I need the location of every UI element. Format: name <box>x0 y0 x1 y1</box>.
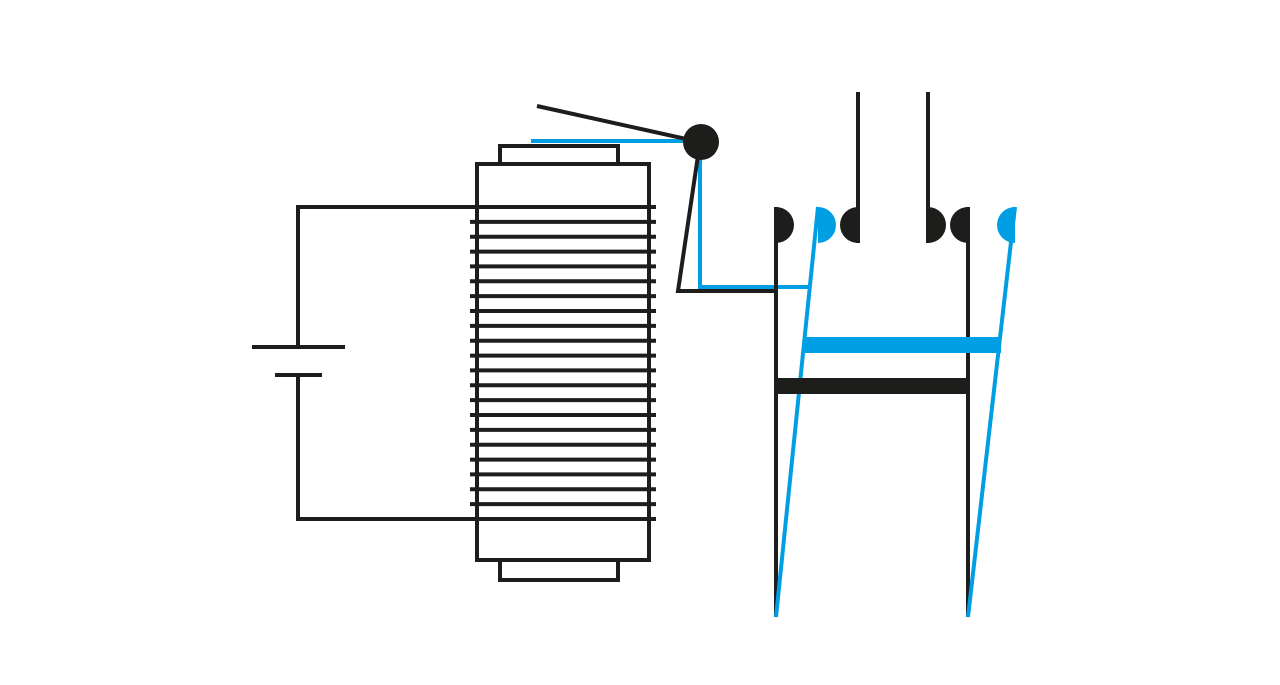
top-wire <box>296 205 474 347</box>
contact-button-blade-right-rest <box>950 207 968 243</box>
bottom-wire <box>296 375 474 521</box>
contact-blades-rest <box>774 207 970 617</box>
contact-button-fixed-right <box>928 207 946 243</box>
contact-buttons <box>776 207 1015 243</box>
contact-blades-actuated <box>774 206 1017 618</box>
armature <box>531 104 810 293</box>
blade-left-actuated <box>774 206 820 618</box>
contact-button-fixed-left <box>840 207 858 243</box>
coil-bottom-cap <box>498 558 620 582</box>
contact-button-blade-left-actuated <box>818 207 836 243</box>
battery-circuit <box>252 205 474 521</box>
contact-bridge-rest <box>776 378 968 394</box>
contact-button-blade-right-actuated <box>997 207 1015 243</box>
coil-body <box>475 162 651 562</box>
armature-rest <box>536 104 776 293</box>
blade-right-actuated <box>966 206 1017 618</box>
armature-pivot <box>683 124 719 160</box>
fixed-contacts <box>856 92 930 243</box>
coil-windings <box>470 205 656 521</box>
contact-button-blade-left-rest <box>776 207 794 243</box>
armature-actuated <box>531 139 810 289</box>
contact-bridge-actuated <box>805 337 1001 353</box>
electromagnet <box>470 144 656 582</box>
